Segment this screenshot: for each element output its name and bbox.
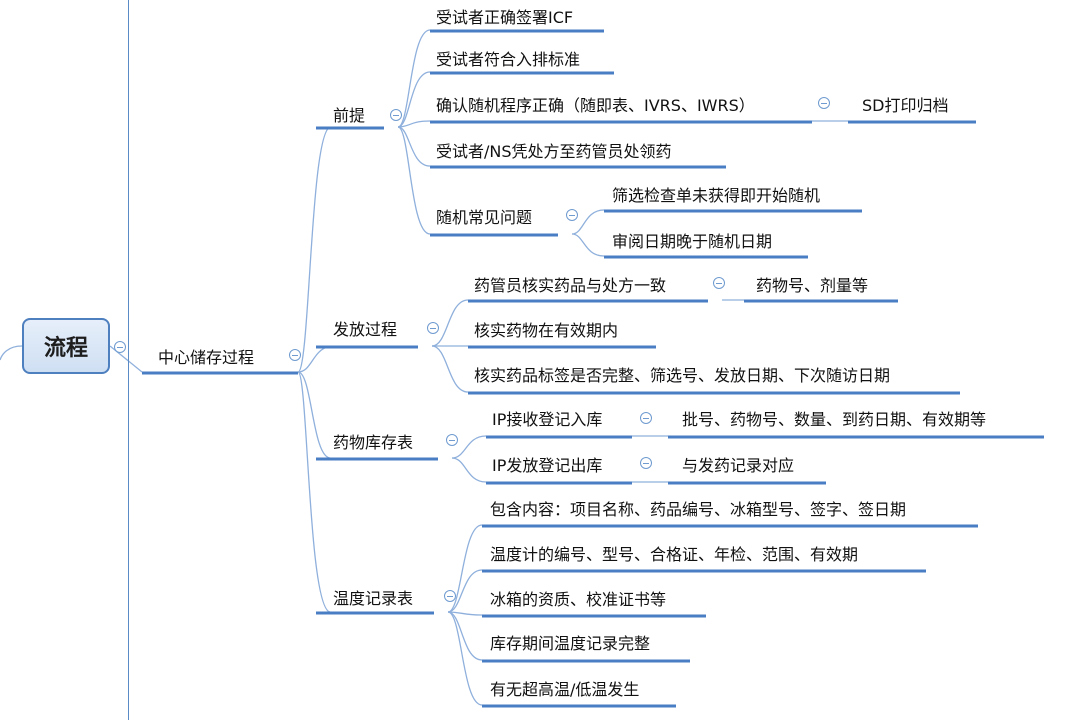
- branch-premise[interactable]: 前提: [333, 106, 366, 125]
- branch-temperature[interactable]: 温度记录表: [333, 589, 414, 608]
- leaf-node[interactable]: SD打印归档: [862, 96, 949, 115]
- leaf-node[interactable]: 库存期间温度记录完整: [490, 634, 651, 653]
- canvas-divider-line: [128, 0, 129, 720]
- leaf-node[interactable]: 冰箱的资质、校准证书等: [490, 590, 667, 609]
- collapse-icon[interactable]: [446, 434, 458, 446]
- collapse-icon[interactable]: [114, 341, 126, 353]
- leaf-node[interactable]: 核实药物在有效期内: [474, 321, 619, 340]
- leaf-node[interactable]: 确认随机程序正确（随即表、IVRS、IWRS）: [436, 96, 755, 115]
- collapse-icon[interactable]: [640, 457, 652, 469]
- leaf-node[interactable]: 受试者/NS凭处方至药管员处领药: [436, 142, 672, 161]
- collapse-icon[interactable]: [390, 109, 402, 121]
- collapse-icon[interactable]: [640, 412, 652, 424]
- center-node[interactable]: 中心储存过程: [158, 348, 255, 367]
- root-node[interactable]: 流程: [22, 318, 110, 374]
- collapse-icon[interactable]: [566, 209, 578, 221]
- leaf-node[interactable]: 药物号、剂量等: [756, 276, 869, 295]
- leaf-node[interactable]: IP接收登记入库: [492, 410, 603, 429]
- leaf-node[interactable]: 温度计的编号、型号、合格证、年检、范围、有效期: [490, 545, 859, 564]
- collapse-icon[interactable]: [289, 349, 301, 361]
- leaf-node[interactable]: 批号、药物号、数量、到药日期、有效期等: [682, 410, 987, 429]
- collapse-icon[interactable]: [427, 322, 439, 334]
- collapse-icon[interactable]: [444, 590, 456, 602]
- leaf-node[interactable]: 有无超高温/低温发生: [490, 680, 640, 699]
- leaf-node[interactable]: 随机常见问题: [436, 208, 533, 227]
- leaf-node[interactable]: 包含内容：项目名称、药品编号、冰箱型号、签字、签日期: [490, 500, 907, 519]
- branch-inventory[interactable]: 药物库存表: [333, 433, 414, 452]
- branch-dispensing[interactable]: 发放过程: [333, 320, 398, 339]
- collapse-icon[interactable]: [713, 277, 725, 289]
- leaf-node[interactable]: 筛选检查单未获得即开始随机: [612, 186, 821, 205]
- root-label: 流程: [43, 336, 88, 361]
- leaf-node[interactable]: 核实药品标签是否完整、筛选号、发放日期、下次随访日期: [474, 366, 891, 385]
- leaf-node[interactable]: 受试者符合入排标准: [436, 50, 581, 69]
- leaf-node[interactable]: 与发药记录对应: [682, 456, 795, 475]
- leaf-node[interactable]: 受试者正确签署ICF: [436, 8, 574, 27]
- leaf-node[interactable]: IP发放登记出库: [492, 456, 603, 475]
- leaf-node[interactable]: 药管员核实药品与处方一致: [474, 276, 667, 295]
- collapse-icon[interactable]: [818, 97, 830, 109]
- leaf-node[interactable]: 审阅日期晚于随机日期: [612, 232, 773, 251]
